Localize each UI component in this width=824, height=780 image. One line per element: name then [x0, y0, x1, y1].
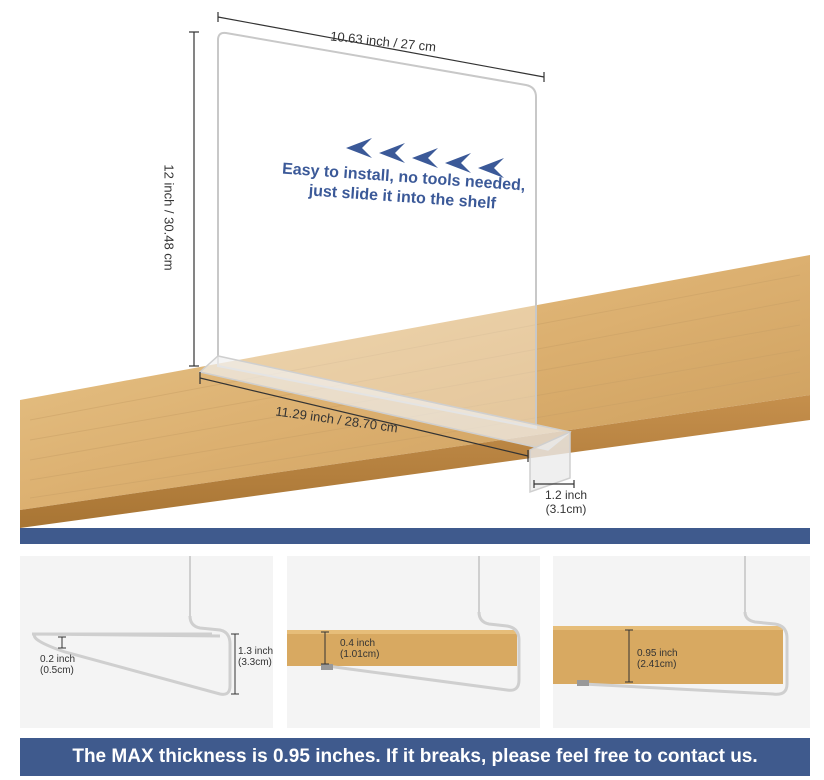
clip-max-shelf-view: [553, 556, 789, 696]
detail-panel-thin-shelf: 0.4 inch (1.01cm): [287, 556, 540, 728]
hero-image: 10.63 inch / 27 cm 12 inch / 30.48 cm 11…: [20, 12, 810, 528]
acrylic-panel: [217, 31, 537, 430]
thickness-label-thin: 0.4 inch (1.01cm): [340, 638, 380, 660]
shelf-edge: [20, 395, 810, 528]
base-height-dimension-label: 1.2 inch (3.1cm): [544, 488, 588, 516]
gap-label: 0.2 inch (0.5cm): [40, 654, 76, 676]
detail-panel-max-shelf: 0.95 inch (2.41cm): [553, 556, 810, 728]
height-dimension-label: 12 inch / 30.48 cm: [161, 164, 177, 271]
footer-text: The MAX thickness is 0.95 inches. If it …: [72, 746, 758, 767]
depth-label: 1.3 inch (3.3cm): [238, 646, 273, 668]
footer-banner: The MAX thickness is 0.95 inches. If it …: [20, 738, 810, 776]
clip-side-view: [32, 556, 239, 696]
detail-panel-no-shelf: 0.2 inch (0.5cm) 1.3 inch (3.3cm): [20, 556, 273, 728]
shelf-top: [20, 255, 810, 510]
chevron-arrows-icon: [346, 138, 504, 178]
accent-band: [20, 528, 810, 544]
divider-illustration: [20, 12, 810, 528]
thickness-label-max: 0.95 inch (2.41cm): [637, 648, 678, 670]
clip-thin-shelf-view: [287, 556, 521, 692]
